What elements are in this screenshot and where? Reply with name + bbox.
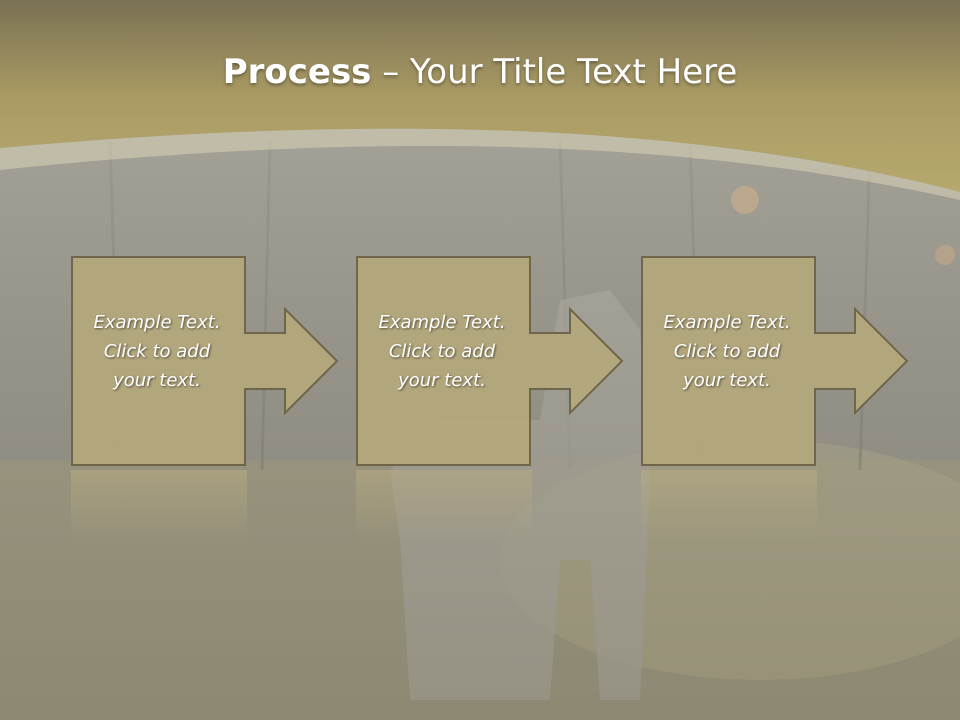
step-arrow-shape (71, 256, 339, 466)
step-arrow-shape (356, 256, 624, 466)
step-text-line: Click to add (673, 341, 781, 362)
step-arrow-shape (641, 256, 909, 466)
step-text-line: your text. (683, 370, 771, 391)
step-text-line: Click to add (388, 341, 496, 362)
step-text-line: Click to add (103, 341, 211, 362)
process-step-1[interactable]: Example Text. Click to add your text. (71, 256, 339, 466)
step-text[interactable]: Example Text. Click to add your text. (362, 308, 522, 395)
step-reflection (356, 470, 532, 540)
step-text-line: Example Text. (663, 312, 791, 333)
title-text: – Your Title Text Here (371, 52, 738, 92)
process-step-3[interactable]: Example Text. Click to add your text. (641, 256, 909, 466)
slide-title[interactable]: Process – Your Title Text Here (0, 52, 960, 92)
step-text-line: your text. (398, 370, 486, 391)
title-bold: Process (222, 52, 372, 92)
step-text[interactable]: Example Text. Click to add your text. (647, 308, 807, 395)
step-text-line: your text. (113, 370, 201, 391)
step-reflection (71, 470, 247, 540)
step-text-line: Example Text. (93, 312, 221, 333)
step-reflection (641, 470, 817, 540)
process-step-2[interactable]: Example Text. Click to add your text. (356, 256, 624, 466)
step-text[interactable]: Example Text. Click to add your text. (77, 308, 237, 395)
header-band (0, 0, 960, 200)
step-text-line: Example Text. (378, 312, 506, 333)
